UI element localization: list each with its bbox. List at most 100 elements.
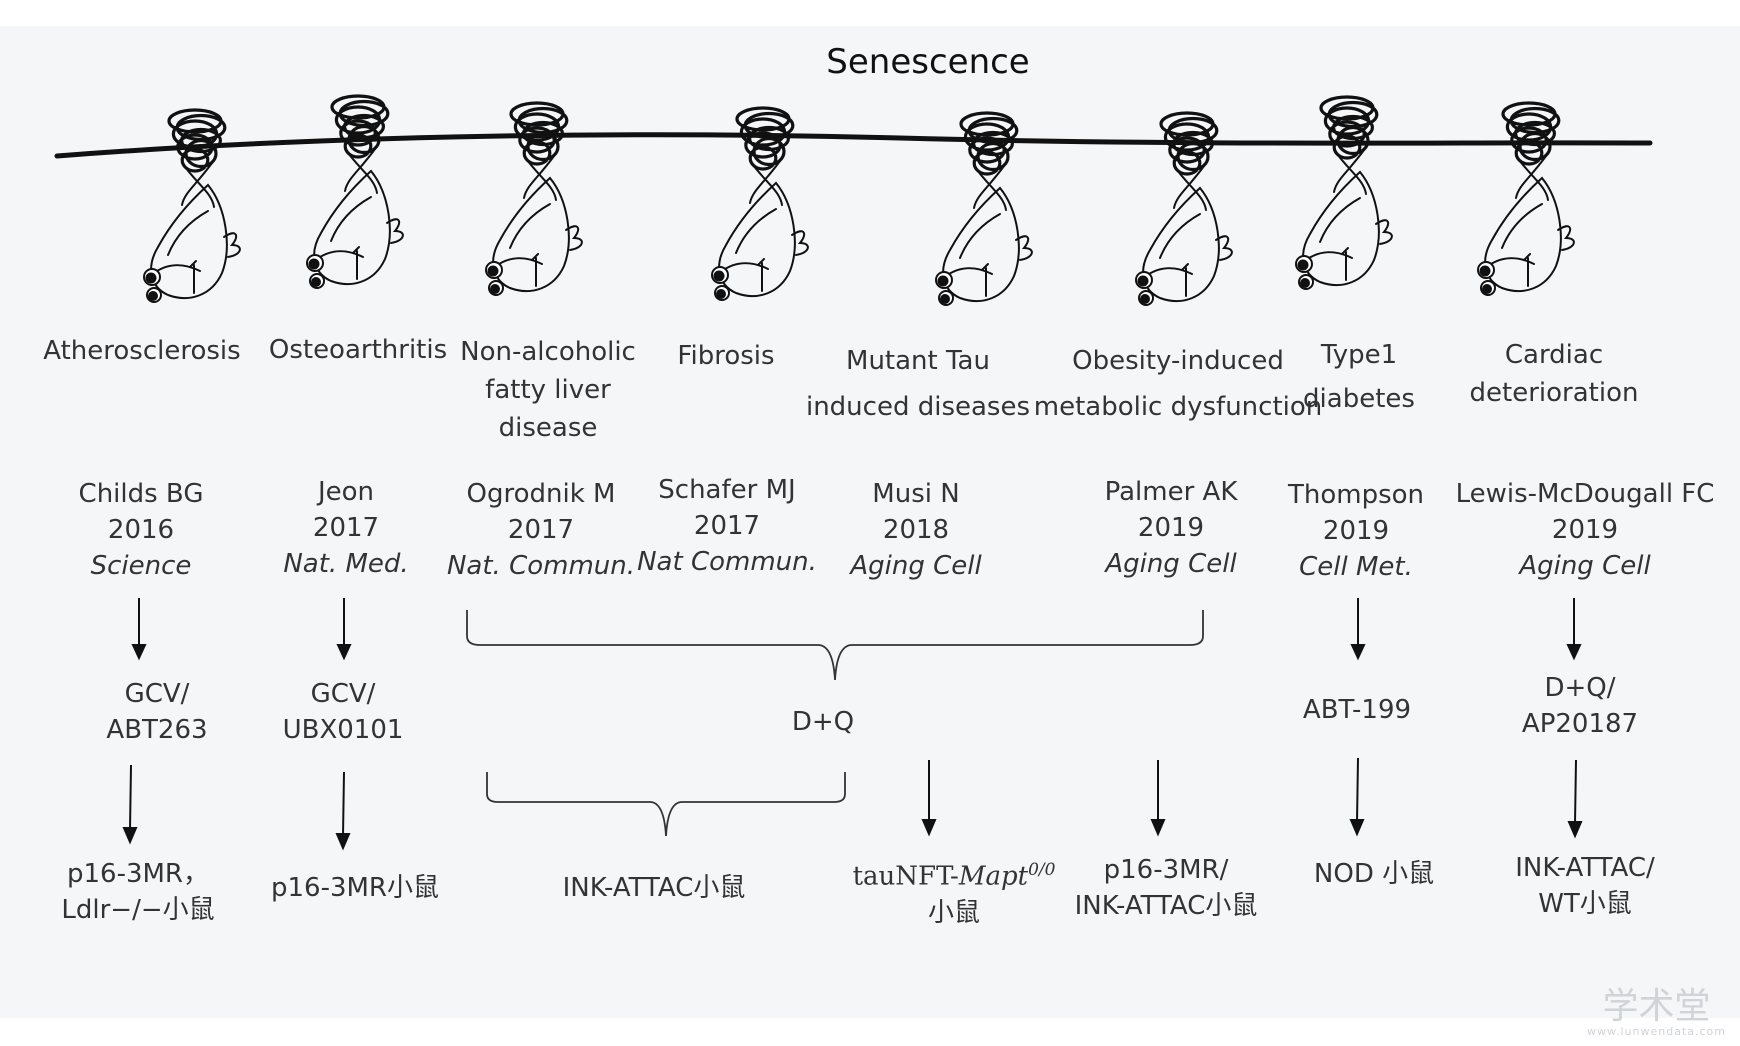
fish-fin: [1341, 247, 1349, 255]
disease-label-line: Obesity-induced: [1072, 346, 1284, 376]
model-line: p16-3MR/: [1103, 855, 1229, 885]
arrow-drug4-model6: [1349, 757, 1365, 837]
knot-scribble: [330, 94, 390, 159]
fish-tail: [223, 232, 241, 258]
fish-tail: [1375, 219, 1393, 245]
string: [344, 148, 378, 194]
citation-year: 2019: [1551, 515, 1619, 545]
hanging-fish-icon: [935, 111, 1033, 306]
drug-line: ABT263: [106, 715, 208, 745]
hanging-fish-icon: [306, 94, 404, 289]
string: [181, 162, 213, 206]
fish-fin: [757, 258, 765, 266]
arrow-drug2-model2: [335, 771, 351, 851]
model-line: NOD 小鼠: [1313, 859, 1435, 889]
model-line: INK-ATTAC小鼠: [1074, 891, 1258, 921]
citation-thompson: Thompson 2019 Cell Met.: [1288, 477, 1424, 585]
disease-label-line: deterioration: [1469, 378, 1639, 408]
string: [1515, 155, 1549, 201]
disease-label-nafld: Non-alcoholic fatty liver disease: [460, 333, 636, 447]
fish-pupil: [1137, 275, 1149, 287]
fish-pupil: [308, 258, 320, 270]
drug-line: D+Q: [791, 707, 855, 737]
string: [523, 155, 557, 201]
fish-pupil: [1300, 278, 1310, 288]
fish-fin: [1181, 263, 1189, 271]
fish-tail: [1215, 235, 1233, 261]
arrow-drug1-model1: [122, 764, 138, 845]
fish-pupil: [490, 284, 500, 294]
arrow-cit1-drug1: [131, 598, 147, 661]
drug-line: AP20187: [1521, 709, 1639, 739]
citation-journal: Aging Cell: [1105, 549, 1237, 579]
hanging-fish-icon: [1295, 95, 1393, 290]
hanging-fish-icon: [1477, 101, 1575, 296]
citation-author: Childs BG: [78, 479, 204, 509]
disease-label-line: disease: [498, 413, 598, 443]
citation-year: 2017: [507, 515, 575, 545]
drug-line: ABT-199: [1302, 695, 1412, 725]
citation-journal: Nat. Commun.: [446, 551, 636, 581]
arrow-cit7-drug4: [1350, 598, 1366, 661]
string: [1333, 149, 1365, 193]
fish-line: [1501, 203, 1543, 249]
hanging-fish-icon: [711, 106, 809, 301]
hanging-fish-icon: [485, 101, 583, 296]
disease-label-line: induced diseases: [805, 392, 1031, 422]
brace-lower: [486, 772, 846, 837]
fish-body: [718, 181, 796, 297]
disease-label-line: Type1: [1320, 340, 1398, 370]
hanging-fish-icon: [143, 108, 241, 303]
string: [973, 165, 1005, 209]
citation-journal: Science: [90, 551, 192, 581]
fish-line: [959, 213, 1001, 259]
disease-label-type1-diabetes: Type1 diabetes: [1303, 333, 1415, 421]
model-gene: Mapt: [958, 861, 1029, 892]
disease-label-cardiac: Cardiac deterioration: [1470, 336, 1639, 412]
model-line: p16-3MR，: [66, 859, 210, 889]
drug-abt199: ABT-199: [1303, 692, 1411, 728]
drug-gcv-abt263: GCV/ ABT263: [106, 676, 207, 748]
fish-line: [167, 210, 209, 256]
fish-tail: [1557, 225, 1575, 251]
fish-tail: [386, 218, 404, 244]
drug-dq-ap20187: D+Q/ AP20187: [1522, 670, 1638, 742]
drug-line: GCV/: [124, 679, 190, 709]
model-line: Ldlr−/−小鼠: [61, 895, 215, 925]
fish-pupil: [145, 272, 157, 284]
fish-tail: [1015, 235, 1033, 261]
knot-scribble: [1501, 101, 1561, 166]
diagram-panel: [0, 26, 1740, 1018]
fish-pupil: [716, 289, 726, 299]
brace-upper: [466, 610, 1204, 681]
disease-label-fibrosis: Fibrosis: [677, 338, 774, 374]
knot-scribble: [735, 106, 795, 171]
citation-author: Musi N: [872, 479, 960, 509]
fish-pupil: [937, 275, 949, 287]
model-line: tauNFT-Mapt0/0: [853, 852, 1056, 895]
fish-body: [942, 186, 1020, 302]
fish-fin: [1523, 253, 1531, 261]
knot-scribble: [167, 108, 227, 173]
citation-journal: Nat Commun.: [637, 547, 817, 577]
model-nod: NOD 小鼠: [1314, 856, 1434, 892]
hanging-fish-icon: [1135, 111, 1233, 306]
knot-scribble: [959, 111, 1019, 176]
citation-author: Ogrodnik M: [466, 479, 616, 509]
fish-pupil: [1297, 259, 1309, 271]
model-line: INK-ATTAC/: [1515, 853, 1655, 883]
fish-pupil: [148, 291, 158, 301]
citation-year: 2017: [693, 511, 761, 541]
model-prefix: tauNFT-: [852, 861, 959, 892]
model-ink-attac-wt: INK-ATTAC/ WT小鼠: [1515, 850, 1655, 922]
arrow-drug5-model7: [1567, 759, 1583, 839]
citation-childs: Childs BG 2016 Science: [79, 476, 204, 584]
string: [973, 165, 1007, 211]
fish-pupil: [1482, 284, 1492, 294]
fish-tail: [565, 225, 583, 251]
drug-dq: D+Q: [792, 704, 854, 740]
fish-pupil: [311, 277, 321, 287]
arrow-cit8-drug5: [1566, 598, 1582, 661]
model-p16-ink-attac: p16-3MR/ INK-ATTAC小鼠: [1075, 852, 1258, 924]
fish-body: [150, 183, 228, 299]
